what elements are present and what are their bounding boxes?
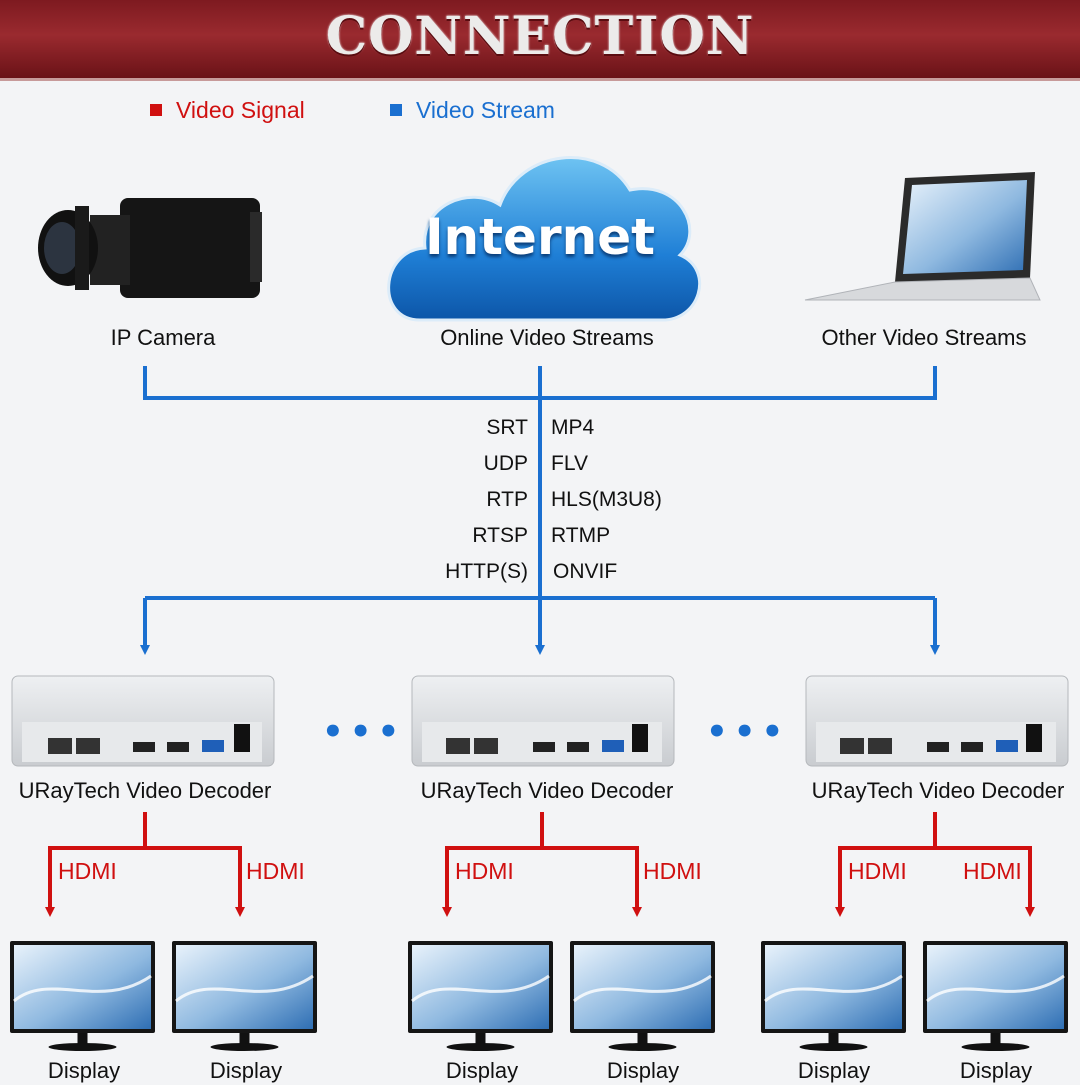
hdmi-label-2a: HDMI [455, 858, 514, 884]
monitor-icon [923, 941, 1068, 1051]
page-title: CONNECTION [325, 6, 755, 67]
hdmi-label-3b: HDMI [963, 858, 1022, 884]
decoder-box-2 [411, 675, 675, 767]
decoder-label-1: URayTech Video Decoder [18, 778, 272, 803]
protocol-left-3: RTP [486, 488, 528, 511]
cloud-icon [387, 156, 702, 322]
source-label-ip-camera: IP Camera [110, 325, 216, 350]
camera-icon [38, 198, 262, 298]
hdmi-label-2b: HDMI [643, 858, 702, 884]
hdmi-label-1a: HDMI [58, 858, 117, 884]
hdmi-label-3a: HDMI [848, 858, 907, 884]
monitor-icon [172, 941, 317, 1051]
protocol-right-2: FLV [551, 452, 588, 475]
display-monitors [10, 941, 1068, 1051]
protocol-left-5: HTTP(S) [445, 560, 528, 583]
monitor-icon [10, 941, 155, 1051]
monitor-icon [570, 941, 715, 1051]
legend-video-signal: Video Signal [150, 97, 305, 124]
blue-square-icon [390, 104, 402, 116]
hdmi-label-1b: HDMI [246, 858, 305, 884]
display-label-3: Display [445, 1058, 519, 1083]
decoder-label-3: URayTech Video Decoder [811, 778, 1065, 803]
display-label-5: Display [797, 1058, 871, 1083]
source-label-other-streams: Other Video Streams [821, 325, 1027, 350]
protocol-right-4: RTMP [551, 524, 611, 547]
decoder-label-2: URayTech Video Decoder [420, 778, 674, 803]
source-label-online-streams: Online Video Streams [440, 325, 654, 350]
protocol-left-4: RTSP [472, 524, 528, 547]
display-label-6: Display [959, 1058, 1033, 1083]
protocol-left-2: UDP [483, 452, 528, 475]
header-banner: CONNECTION [0, 0, 1080, 81]
monitor-icon [408, 941, 553, 1051]
display-label-4: Display [606, 1058, 680, 1083]
more-decoders-ellipsis-2: ••• [706, 712, 790, 752]
decoder-box-1 [11, 675, 275, 767]
protocol-right-1: MP4 [551, 416, 595, 439]
legend-video-stream: Video Stream [390, 97, 555, 124]
monitor-icon [761, 941, 906, 1051]
display-label-1: Display [47, 1058, 121, 1083]
protocol-left-1: SRT [486, 416, 528, 439]
cloud-internet-text: Internet [424, 208, 656, 266]
red-square-icon [150, 104, 162, 116]
decoder-box-3 [805, 675, 1069, 767]
display-label-2: Display [209, 1058, 283, 1083]
protocol-right-3: HLS(M3U8) [551, 488, 662, 511]
protocol-right-5: ONVIF [553, 560, 618, 583]
more-decoders-ellipsis-1: ••• [322, 712, 406, 752]
laptop-icon [804, 172, 1041, 301]
